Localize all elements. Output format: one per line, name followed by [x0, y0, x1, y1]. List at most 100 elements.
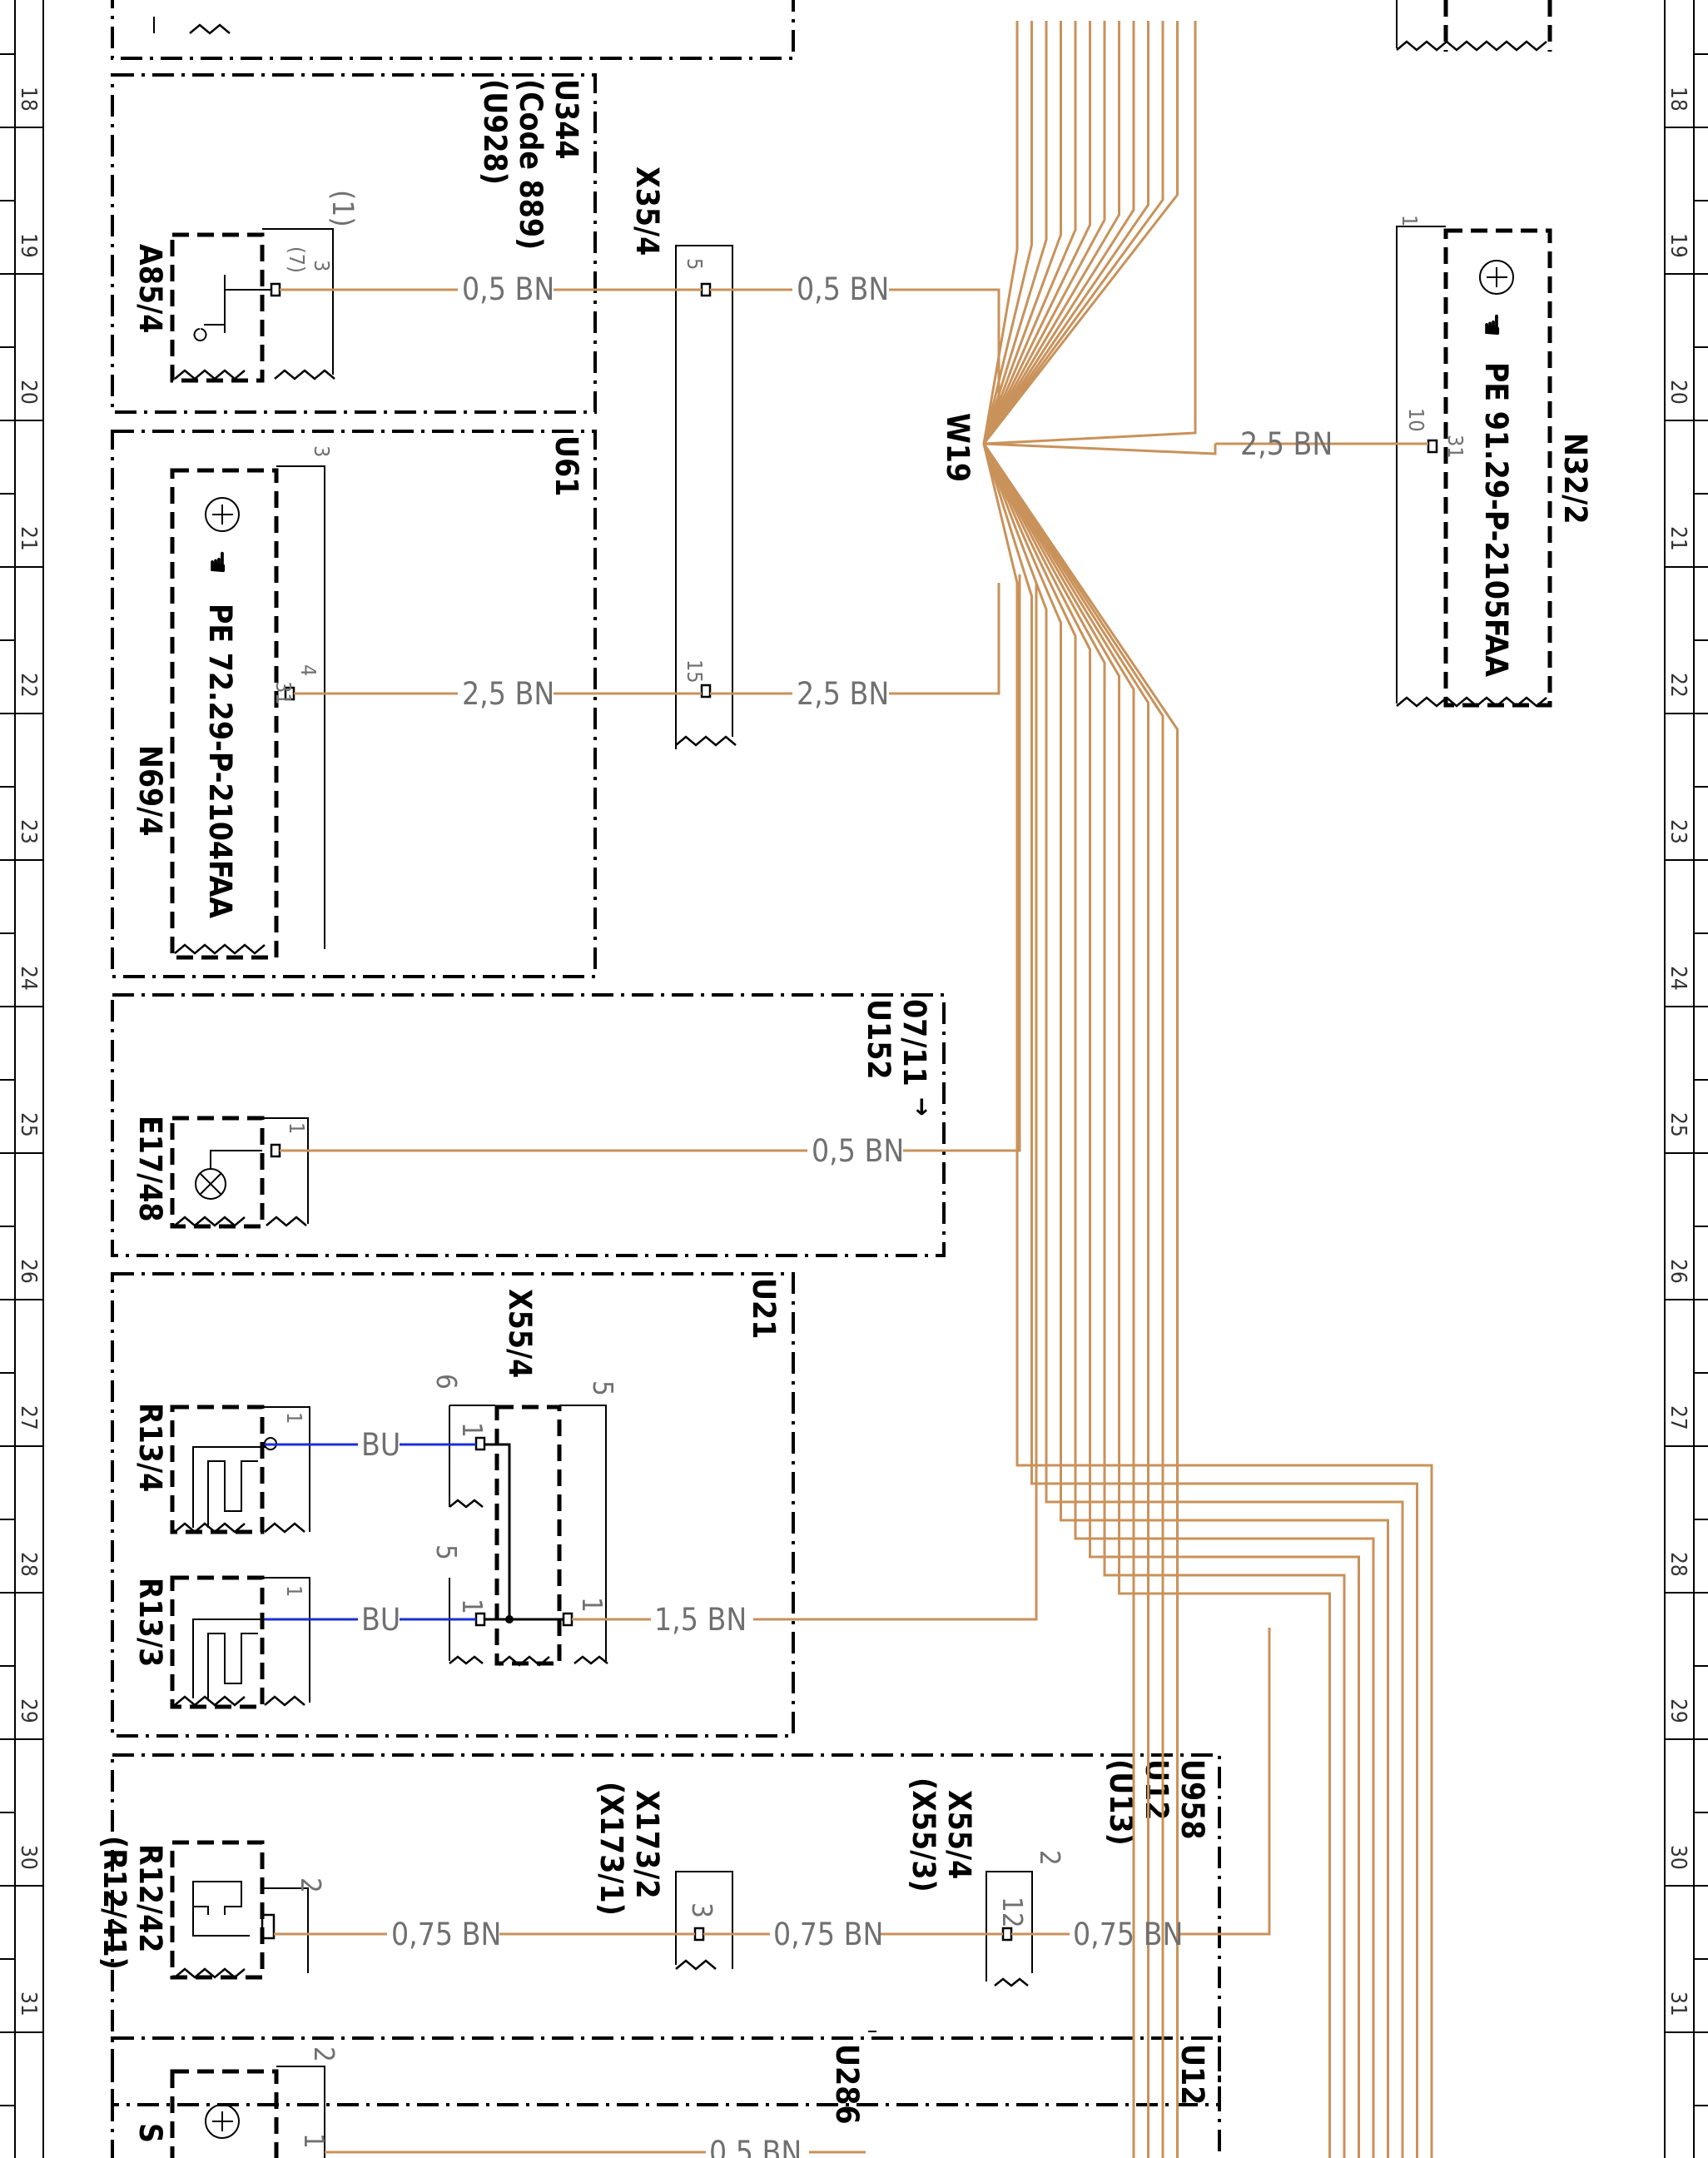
x35-4-label: X35/4	[629, 167, 665, 256]
wire-label: 0,5 BN	[812, 1133, 904, 1169]
n69-4-pe: PE 72.29-P-2104FAA	[202, 604, 238, 918]
ruler-row-number: 22	[1666, 673, 1691, 698]
r12-42-label: R12/42	[132, 1844, 168, 1952]
ruler-row-number: 19	[1666, 233, 1691, 258]
harness-wire	[982, 21, 1048, 445]
group-label-u21: U21	[746, 1278, 782, 1339]
ground-icon	[205, 2104, 240, 2139]
component-x55-4-top: X55/4 6 5 1 1 5 1	[430, 1289, 619, 1667]
n69-4-label: N69/4	[132, 745, 168, 837]
ruler-row-number: 22	[16, 673, 41, 698]
x173-2-label: X173/2	[629, 1790, 665, 1898]
ruler-row-number: 18	[1666, 87, 1691, 112]
harness-wire	[982, 21, 1135, 445]
wires	[265, 288, 1428, 2154]
harness-wire	[982, 21, 1149, 445]
harness-wire	[982, 443, 1389, 2158]
component-x55-4-bottom: X55/4 (X55/3) 2 12	[906, 1778, 1066, 1987]
ruler-row-number: 23	[1666, 819, 1691, 844]
harness-wire	[982, 443, 1346, 2158]
component-n69-4: ☚ N69/4 PE 72.29-P-2104FAA 3 4 31	[132, 445, 334, 960]
ruler-row-number: 30	[16, 1845, 41, 1870]
component-n32-2: ☚ N32/2 PE 91.29-P-2105FAA 1 10 31	[1396, 215, 1593, 708]
x55-4-pin-5: 5	[430, 1544, 463, 1560]
ruler-row-number: 31	[16, 1991, 41, 2016]
harness-wire	[982, 443, 1179, 2158]
a85-4-alt-ref: (1)	[325, 190, 359, 227]
x55-4-conn-5-pin: 1	[576, 1597, 608, 1613]
top-partial	[153, 0, 1552, 52]
x55-4-sub-1b: 1	[456, 1599, 489, 1614]
harness-wire	[982, 21, 1062, 445]
group-box-top	[111, 0, 795, 60]
group-label-u286: U286	[829, 2044, 865, 2125]
r13-4-pin: 1	[282, 1412, 306, 1424]
heater-icon	[192, 1446, 266, 1528]
x173-2-pin: 3	[686, 1902, 718, 1918]
component-x173-2: X173/2 (X173/1) 3	[593, 1782, 733, 1971]
ruler-row-number: 28	[1666, 1552, 1691, 1577]
group-label-u958: U958	[1174, 1759, 1210, 1840]
wire-label: 2,5 BN	[462, 676, 554, 712]
n32-2-label: N32/2	[1557, 433, 1593, 525]
ruler-row-number: 27	[1666, 1405, 1691, 1430]
n69-4-pin: 4	[296, 664, 320, 676]
group-box-u344	[111, 73, 597, 414]
harness-wire	[982, 21, 1077, 445]
ruler-row-number: 19	[16, 233, 41, 258]
r12-42-pin: 2	[295, 1877, 327, 1893]
harness-wire	[982, 443, 1433, 2158]
harness-wire	[982, 21, 1091, 445]
ruler-row-number: 23	[16, 819, 41, 844]
harness-wire	[982, 21, 1179, 445]
wire-label: 0,5 BN	[462, 271, 554, 307]
sensor-icon	[192, 1881, 250, 1937]
n32-2-ground: 31	[1443, 435, 1467, 459]
s-bottom-pin: 1	[298, 2133, 330, 2149]
group-label-u12: U12	[1139, 1759, 1174, 1820]
component-e17-48: E17/48 1	[132, 1116, 309, 1229]
e17-48-label: E17/48	[132, 1116, 168, 1222]
ruler-row-number: 20	[1666, 380, 1691, 405]
ruler-row-number: 28	[16, 1552, 41, 1577]
harness-wire	[982, 21, 1164, 445]
r13-3-pin: 1	[282, 1585, 306, 1597]
ruler-row-number: 25	[1666, 1112, 1691, 1137]
harness-wire	[982, 443, 1418, 2158]
x55-4-bottom-pin: 12	[996, 1897, 1029, 1928]
ground-icon	[205, 497, 240, 532]
x55-4-bottom-conn: 2	[1034, 1850, 1066, 1866]
ruler-row-number: 21	[1666, 526, 1691, 551]
harness-wire	[982, 21, 1019, 445]
wire-label: 0,5 BN	[709, 2135, 802, 2158]
harness-wire	[982, 443, 1331, 2158]
group-label-u12-bottom: U12	[1174, 2044, 1210, 2105]
harness-wire	[982, 443, 1135, 2158]
group-label-u61: U61	[549, 435, 584, 496]
wire-label: 1,5 BN	[654, 1602, 747, 1638]
group-label-u344-code: (Code 889)	[513, 79, 549, 250]
harness-wire	[983, 21, 1217, 455]
ruler-left	[14, 0, 44, 2158]
harness-wire	[982, 443, 1149, 2158]
harness-wire	[982, 21, 1106, 445]
hand-icon: ☚	[200, 549, 236, 574]
ruler-row-number: 29	[16, 1698, 41, 1723]
ruler-row-number: 27	[16, 1405, 41, 1430]
wire-label: 2,5 BN	[797, 676, 889, 712]
ruler-row-number: 31	[1666, 1991, 1691, 2016]
harness-wire	[982, 21, 1120, 445]
ruler-row-number: 18	[16, 87, 41, 112]
harness-wire	[982, 443, 1164, 2158]
ruler-row-number: 25	[16, 1112, 41, 1137]
wire-label: 0,75 BN	[391, 1917, 501, 1952]
group-box-u958	[111, 1753, 1221, 2106]
x35-4-pin-15: 15	[683, 659, 707, 684]
group-box-u12-bottom	[111, 2036, 1221, 2158]
a85-4-pin: 3	[310, 260, 334, 271]
n69-4-conn: 3	[310, 445, 334, 457]
group-box-u152	[111, 993, 946, 1257]
r12-41-label: (R12/41)	[97, 1836, 132, 1970]
component-r12-42: R12/42 (R12/41) 2	[97, 1836, 327, 1980]
